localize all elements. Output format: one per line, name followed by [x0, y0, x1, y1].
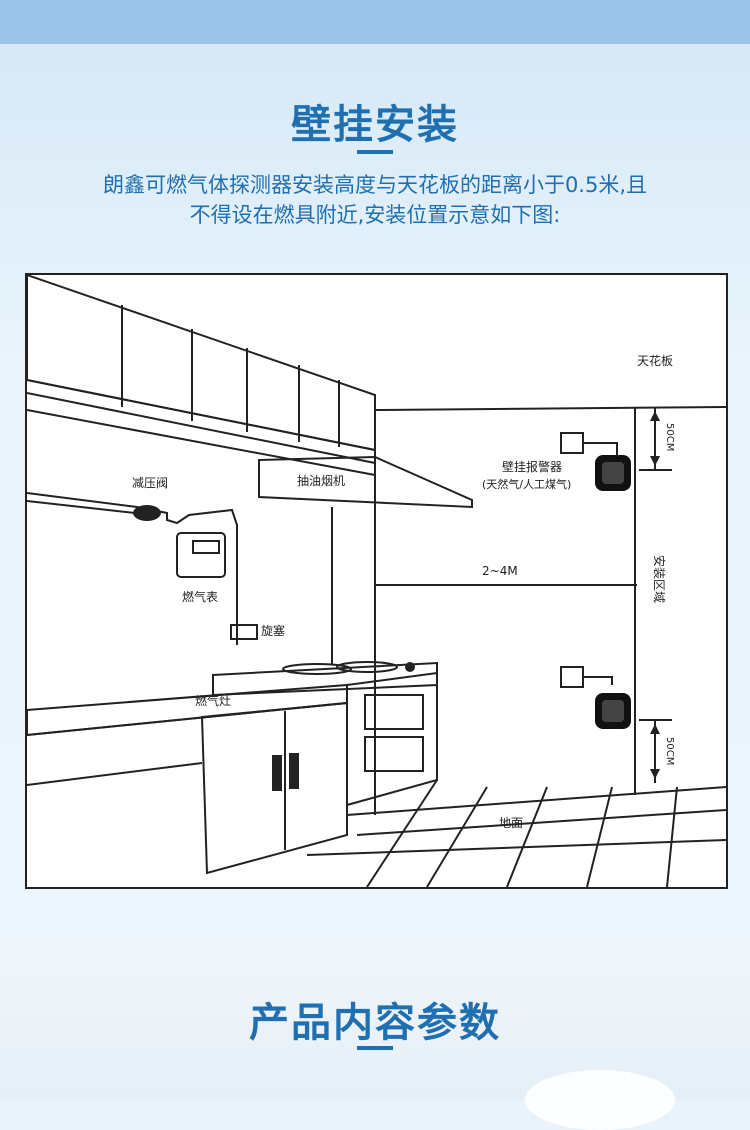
label-detector-gas-type: (天然气/人工煤气) [482, 477, 571, 491]
label-plug-valve: 旋塞 [261, 623, 285, 638]
description-line-2: 不得设在燃具附近,安装位置示意如下图: [189, 203, 561, 227]
label-height-range: 2~4M [482, 564, 518, 578]
label-bottom-gap: 50CM [664, 737, 675, 765]
kitchen-installation-diagram: 天花板 抽油烟机 减压阀 燃气表 旋塞 燃气灶 壁挂报警器 (天然气/人工煤气)… [25, 273, 728, 889]
label-range-hood: 抽油烟机 [297, 474, 345, 488]
kitchen-diagram-svg: 天花板 抽油烟机 减压阀 燃气表 旋塞 燃气灶 壁挂报警器 (天然气/人工煤气)… [26, 274, 727, 888]
label-detector: 壁挂报警器 [502, 459, 562, 474]
section-title-product-params: 产品内容参数 [249, 1000, 501, 1046]
product-image-glow [525, 1070, 675, 1130]
label-floor: 地面 [499, 816, 523, 830]
description-line-1: 朗鑫可燃气体探测器安装高度与天花板的距离小于0.5米,且 [102, 173, 648, 197]
label-install-zone: 安装区域 [652, 555, 667, 603]
label-pressure-valve: 减压阀 [132, 476, 168, 490]
title-underline [357, 150, 393, 154]
label-ceiling: 天花板 [637, 353, 673, 368]
label-top-gap: 50CM [664, 423, 675, 451]
top-banner-bar [0, 0, 750, 44]
label-gas-meter: 燃气表 [182, 589, 218, 604]
title-underline-2 [357, 1046, 393, 1050]
install-description: 朗鑫可燃气体探测器安装高度与天花板的距离小于0.5米,且 不得设在燃具附近,安装… [40, 170, 710, 230]
section-title-wall-mount: 壁挂安装 [291, 102, 459, 148]
label-gas-stove: 燃气灶 [195, 693, 231, 708]
